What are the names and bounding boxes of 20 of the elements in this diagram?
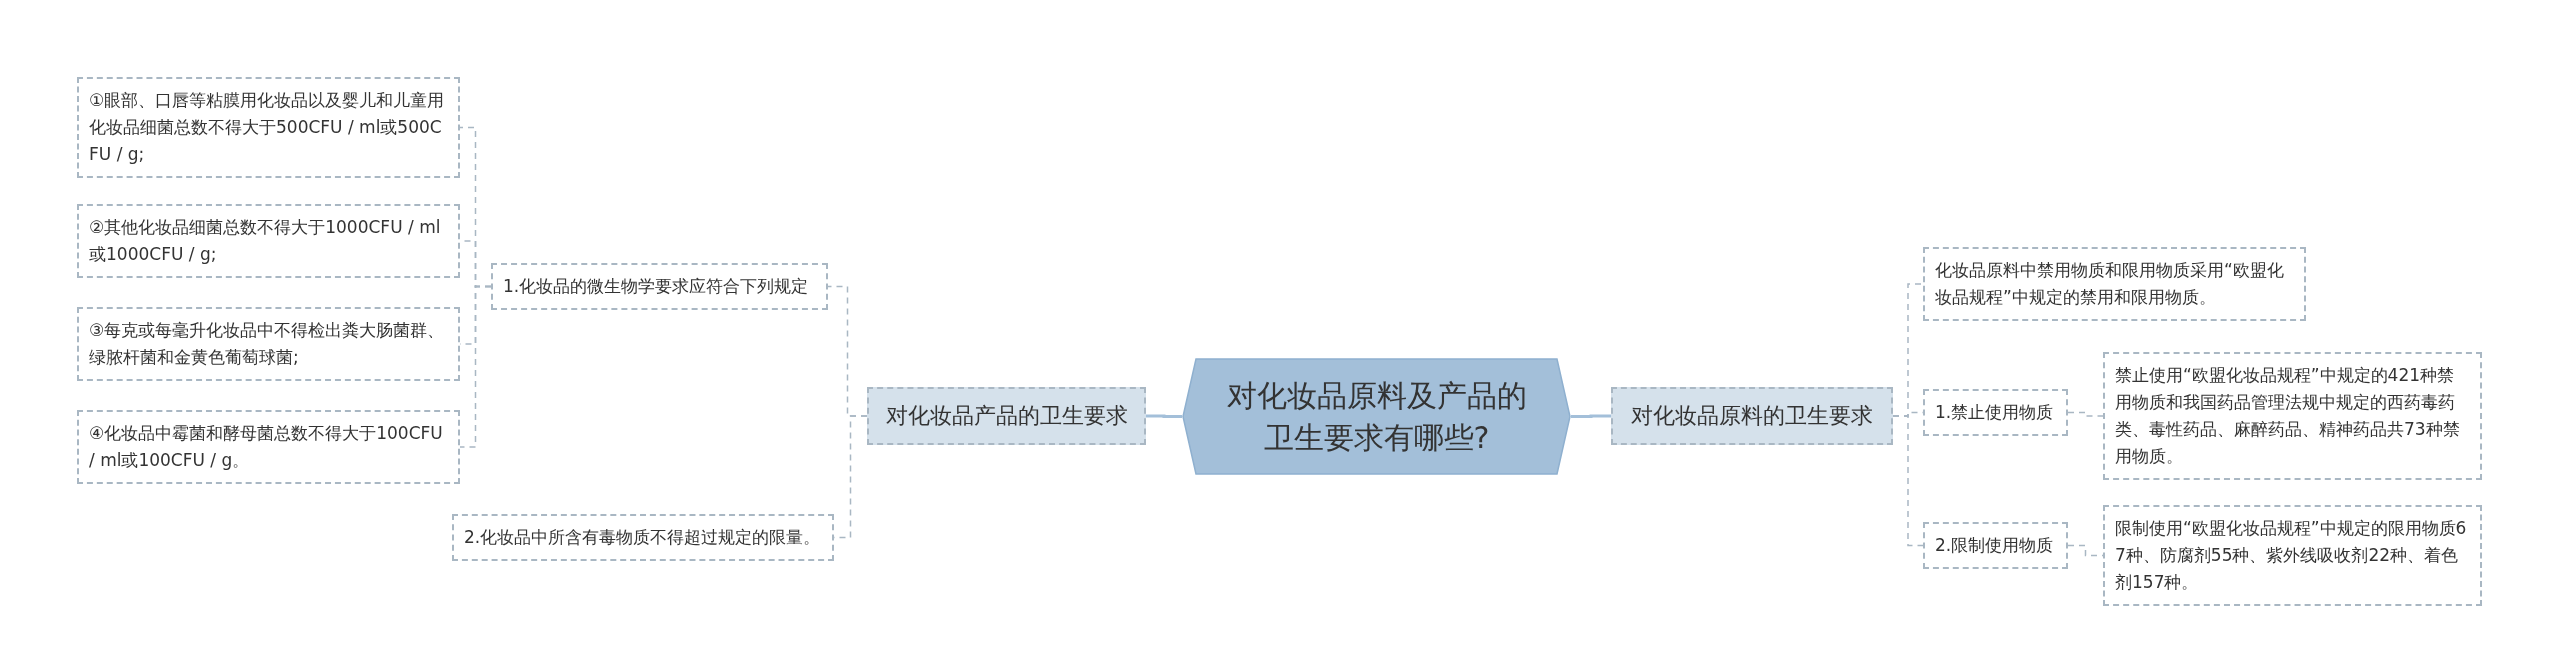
subtopic-box: ③每克或每毫升化妆品中不得检出粪大肠菌群、绿脓杆菌和金黄色葡萄球菌;: [77, 307, 460, 381]
subtopic-box: 2.限制使用物质: [1923, 522, 2068, 569]
subtopic-box: ④化妆品中霉菌和酵母菌总数不得大于100CFU / ml或100CFU / g。: [77, 410, 460, 484]
connector-line: [1892, 415, 1924, 547]
subtopic-box: 化妆品原料中禁用物质和限用物质采用“欧盟化妆品规程”中规定的禁用和限用物质。: [1923, 247, 2306, 321]
topic-text: 对化妆品原料及产品的卫生要求有哪些?: [1225, 376, 1528, 457]
connector-line: [2067, 411, 2104, 417]
branch-topic-box: 对化妆品原料的卫生要求: [1611, 387, 1893, 445]
subtopic-box: ①眼部、口唇等粘膜用化妆品以及婴儿和儿童用化妆品细菌总数不得大于500CFU / ml或500CFU / g;: [77, 77, 460, 178]
connector-line: [1571, 414, 1611, 418]
branch-topic-box: 对化妆品产品的卫生要求: [867, 387, 1146, 445]
subtopic-box: 1.禁止使用物质: [1923, 389, 2068, 436]
connector-line: [1146, 414, 1182, 418]
connector-line: [459, 285, 492, 448]
subtopic-box: 1.化妆品的微生物学要求应符合下列规定: [491, 263, 828, 310]
central-topic-hexagon: [1182, 358, 1571, 475]
subtopic-box: ②其他化妆品细菌总数不得大于1000CFU / ml或1000CFU / g;: [77, 204, 460, 278]
subtopic-box: 限制使用“欧盟化妆品规程”中规定的限用物质67种、防腐剂55种、紫外线吸收剂22种、着色剂157种。: [2103, 505, 2482, 606]
subtopic-box: 2.化妆品中所含有毒物质不得超过规定的限量。: [452, 514, 834, 561]
subtopic-box: 禁止使用“欧盟化妆品规程”中规定的421种禁用物质和我国药品管理法规中规定的西药毒药类、毒性药品、麻醉药品、精神药品共73种禁用物质。: [2103, 352, 2482, 480]
